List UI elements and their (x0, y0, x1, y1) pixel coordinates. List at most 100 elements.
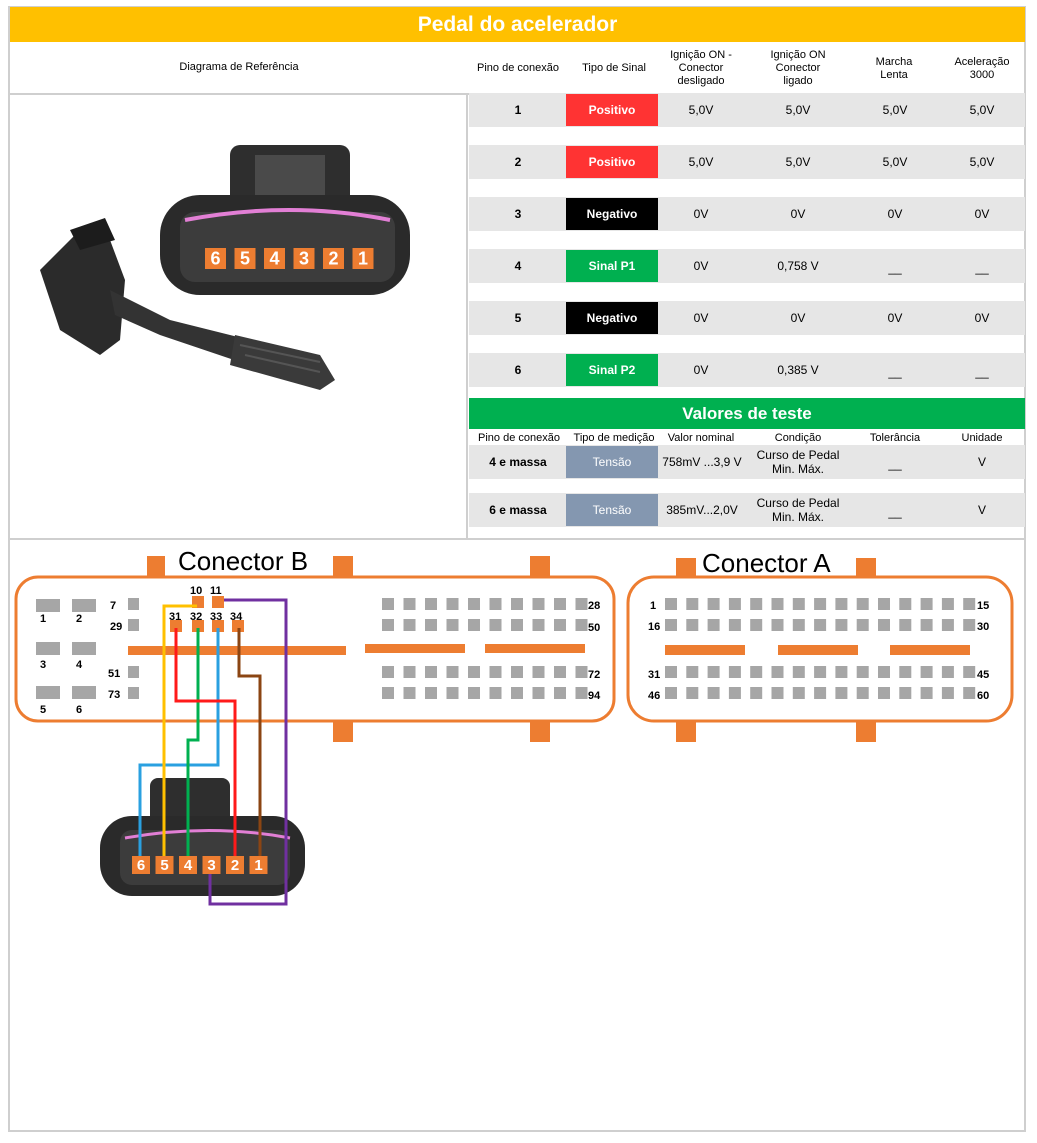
test-type-badge: Tensão (566, 494, 658, 526)
pin-number: 2 (514, 155, 522, 169)
connector-pin (511, 619, 523, 631)
header-pin: Pino de conexão (477, 62, 559, 74)
value-accel: 5,0V (969, 103, 995, 117)
pin-badge (155, 856, 174, 874)
pin-badge-label: 1 (254, 857, 262, 874)
connector-pin (835, 598, 848, 610)
connector-a-outline (626, 558, 1014, 742)
pin-number: 1 (40, 613, 46, 625)
value-ign-off: 5,0V (688, 103, 714, 117)
pin-badge-label: 5 (240, 248, 250, 268)
connector-pin (532, 666, 545, 678)
wiring (138, 598, 288, 906)
pin-badge (264, 248, 285, 269)
connector-pin (750, 619, 763, 631)
connector-pin (403, 666, 416, 678)
connector-pin (575, 666, 588, 678)
pin-number: 3 (514, 207, 522, 221)
pedal-icon (40, 218, 335, 390)
test-nominal: 758mV ...3,9 V (662, 455, 742, 469)
connector-pin-grid (36, 598, 976, 699)
signal-type-badge: Negativo (566, 302, 658, 334)
connector-pin (920, 687, 933, 699)
page-title: Pedal do acelerador (10, 7, 1025, 42)
connector-pin (425, 687, 437, 699)
connector-pin (446, 666, 459, 678)
pin-number: 46 (648, 690, 660, 702)
value-ign-on: 5,0V (785, 103, 811, 117)
connector-pin (665, 666, 677, 678)
connector-pin (963, 666, 976, 678)
value-ign-on: 0V (790, 311, 806, 325)
header-reference: Diagrama de Referência (179, 61, 299, 73)
connector-pin (899, 619, 912, 631)
connector-pin (403, 687, 416, 699)
wire-purple (208, 598, 288, 906)
connector-pin (468, 666, 480, 678)
connector-pin (128, 598, 139, 610)
pin-number: 3 (40, 659, 46, 671)
connector-pin (36, 686, 60, 699)
pin-number: 32 (190, 611, 202, 623)
connector-pin (554, 666, 566, 678)
test-header-condition: Condição (774, 432, 822, 444)
connector-pin (814, 666, 827, 678)
value-accel: __ (975, 365, 989, 379)
connector-housing-icon (100, 778, 305, 896)
value-ign-on: 5,0V (785, 155, 811, 169)
test-pin: 4 e massa (489, 455, 547, 469)
connector-pin (36, 599, 60, 612)
value-accel: 5,0V (969, 155, 995, 169)
connector-pin (575, 598, 588, 610)
wire-yellow (162, 604, 197, 866)
connector-pin (941, 598, 954, 610)
connector-pin (686, 598, 699, 610)
pin-badge (205, 248, 226, 269)
connector-pin (728, 666, 741, 678)
connector-pin (920, 666, 933, 678)
connector-pin (792, 598, 805, 610)
signal-type-badge: Sinal P2 (566, 354, 658, 386)
connector-pin (941, 666, 954, 678)
test-unit: V (977, 455, 986, 469)
pin-number: 5 (40, 704, 46, 716)
table-row (469, 301, 1025, 335)
value-ign-on: 0,758 V (777, 259, 819, 273)
connector-pin (446, 687, 459, 699)
divider (466, 93, 468, 539)
connector-housing-icon (160, 145, 410, 295)
connector-pin (899, 687, 912, 699)
test-row (469, 493, 1025, 527)
connector-pin (72, 686, 96, 699)
pin-number: 1 (650, 600, 656, 612)
value-accel: 0V (974, 207, 990, 221)
connector-pin (554, 687, 566, 699)
pin-number: 50 (588, 622, 600, 634)
connector-pin (835, 666, 848, 678)
pin-number: 94 (588, 690, 601, 702)
connector-pin (489, 619, 502, 631)
value-idle: 5,0V (882, 155, 908, 169)
pin-number: 1 (514, 103, 522, 117)
connector-b-outline (14, 556, 616, 742)
connector-pin (792, 619, 805, 631)
connector-pin (575, 619, 588, 631)
test-row (469, 445, 1025, 479)
value-ign-off: 0V (693, 311, 709, 325)
connector-pin (835, 687, 848, 699)
pin-badge-label: 2 (231, 857, 239, 874)
connector-pin (468, 619, 480, 631)
connector-b-pedal-pins (170, 596, 244, 632)
connector-pin (920, 619, 933, 631)
connector-pin (750, 598, 763, 610)
connector-pin (963, 598, 976, 610)
connector-pin (899, 666, 912, 678)
pin-number: 45 (977, 669, 989, 681)
connector-pin (814, 619, 827, 631)
pin-number: 29 (110, 621, 122, 633)
value-idle: __ (888, 365, 902, 379)
value-ign-off: 0V (693, 259, 709, 273)
